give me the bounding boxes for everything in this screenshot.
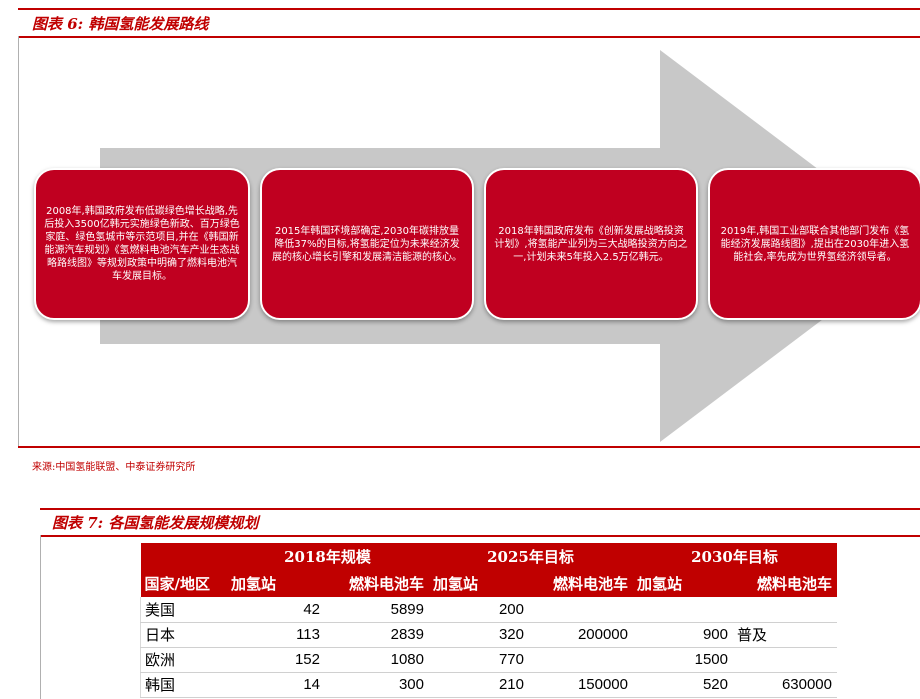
cell-value: 210	[428, 672, 529, 698]
milestone-2008-text: 2008年,韩国政府发布低碳绿色增长战略,先后投入3500亿韩元实施绿色新政、百…	[44, 206, 240, 282]
cell-value	[732, 647, 837, 673]
col-header-region: 国家/地区	[140, 570, 227, 597]
col-header-stations-2030: 加氢站	[632, 570, 733, 597]
col-header-stations-2018: 加氢站	[226, 570, 325, 597]
milestone-2019: 2019年,韩国工业部联合其他部门发布《氢能经济发展路线图》,提出在2030年进…	[708, 168, 920, 320]
cell-value	[632, 597, 733, 623]
cell-value: 2839	[324, 622, 429, 648]
milestone-2008: 2008年,韩国政府发布低碳绿色增长战略,先后投入3500亿韩元实施绿色新政、百…	[34, 168, 250, 320]
cell-value: 900	[632, 622, 733, 648]
fig6-source: 来源:中国氢能联盟、中泰证券研究所	[32, 462, 196, 473]
fig6-title: 图表 6: 韩国氢能发展路线	[32, 15, 209, 33]
cell-value: 113	[226, 622, 325, 648]
hydrogen-plan-table: 2018年规模 2025年目标 2030年目标 国家/地区 加氢站 燃料电池车 …	[140, 543, 837, 698]
col-header-stations-2025: 加氢站	[428, 570, 529, 597]
cell-value: 300	[324, 672, 429, 698]
table-corner-cell	[140, 543, 227, 570]
cell-value: 200000	[528, 622, 633, 648]
cell-value: 150000	[528, 672, 633, 698]
fig6-top-rule	[18, 8, 920, 10]
cell-value	[732, 597, 837, 623]
cell-region: 日本	[140, 622, 227, 648]
group-header-2030: 2030年目标	[632, 543, 837, 570]
cell-value: 200	[428, 597, 529, 623]
cell-value: 普及	[732, 622, 837, 648]
cell-value: 630000	[732, 672, 837, 698]
table-row: 欧洲 152 1080 770 1500	[140, 647, 837, 673]
milestone-2018: 2018年韩国政府发布《创新发展战略投资计划》,将氢能产业列为三大战略投资方向之…	[484, 168, 698, 320]
cell-value: 520	[632, 672, 733, 698]
cell-region: 欧洲	[140, 647, 227, 673]
col-header-fcv-2030: 燃料电池车	[732, 570, 837, 597]
cell-value: 320	[428, 622, 529, 648]
fig7-title: 图表 7: 各国氢能发展规模规划	[52, 514, 259, 532]
table-group-header-row: 2018年规模 2025年目标 2030年目标	[140, 543, 837, 570]
table-row: 日本 113 2839 320 200000 900 普及	[140, 622, 837, 648]
cell-value: 5899	[324, 597, 429, 623]
cell-value: 14	[226, 672, 325, 698]
milestone-2019-text: 2019年,韩国工业部联合其他部门发布《氢能经济发展路线图》,提出在2030年进…	[720, 225, 910, 263]
fig7-left-border	[40, 535, 41, 699]
fig6-bottom-rule	[18, 446, 920, 448]
cell-value: 1500	[632, 647, 733, 673]
cell-region: 美国	[140, 597, 227, 623]
milestone-2018-text: 2018年韩国政府发布《创新发展战略投资计划》,将氢能产业列为三大战略投资方向之…	[494, 225, 688, 263]
cell-value	[528, 647, 633, 673]
cell-region: 韩国	[140, 672, 227, 698]
col-header-fcv-2018: 燃料电池车	[324, 570, 429, 597]
table-row: 韩国 14 300 210 150000 520 630000	[140, 672, 837, 698]
group-header-2025: 2025年目标	[428, 543, 633, 570]
fig6-title-rule	[18, 36, 920, 38]
cell-value: 42	[226, 597, 325, 623]
cell-value: 770	[428, 647, 529, 673]
fig7-title-rule	[40, 535, 920, 537]
fig6-left-border	[18, 36, 19, 446]
milestone-2015: 2015年韩国环境部确定,2030年碳排放量降低37%的目标,将氢能定位为未来经…	[260, 168, 474, 320]
table-row: 美国 42 5899 200	[140, 597, 837, 623]
cell-value	[528, 597, 633, 623]
fig7-top-rule	[40, 508, 920, 510]
col-header-fcv-2025: 燃料电池车	[528, 570, 633, 597]
group-header-2018: 2018年规模	[226, 543, 429, 570]
milestone-2015-text: 2015年韩国环境部确定,2030年碳排放量降低37%的目标,将氢能定位为未来经…	[272, 225, 462, 263]
table-column-header-row: 国家/地区 加氢站 燃料电池车 加氢站 燃料电池车 加氢站 燃料电池车	[140, 570, 837, 597]
cell-value: 1080	[324, 647, 429, 673]
cell-value: 152	[226, 647, 325, 673]
